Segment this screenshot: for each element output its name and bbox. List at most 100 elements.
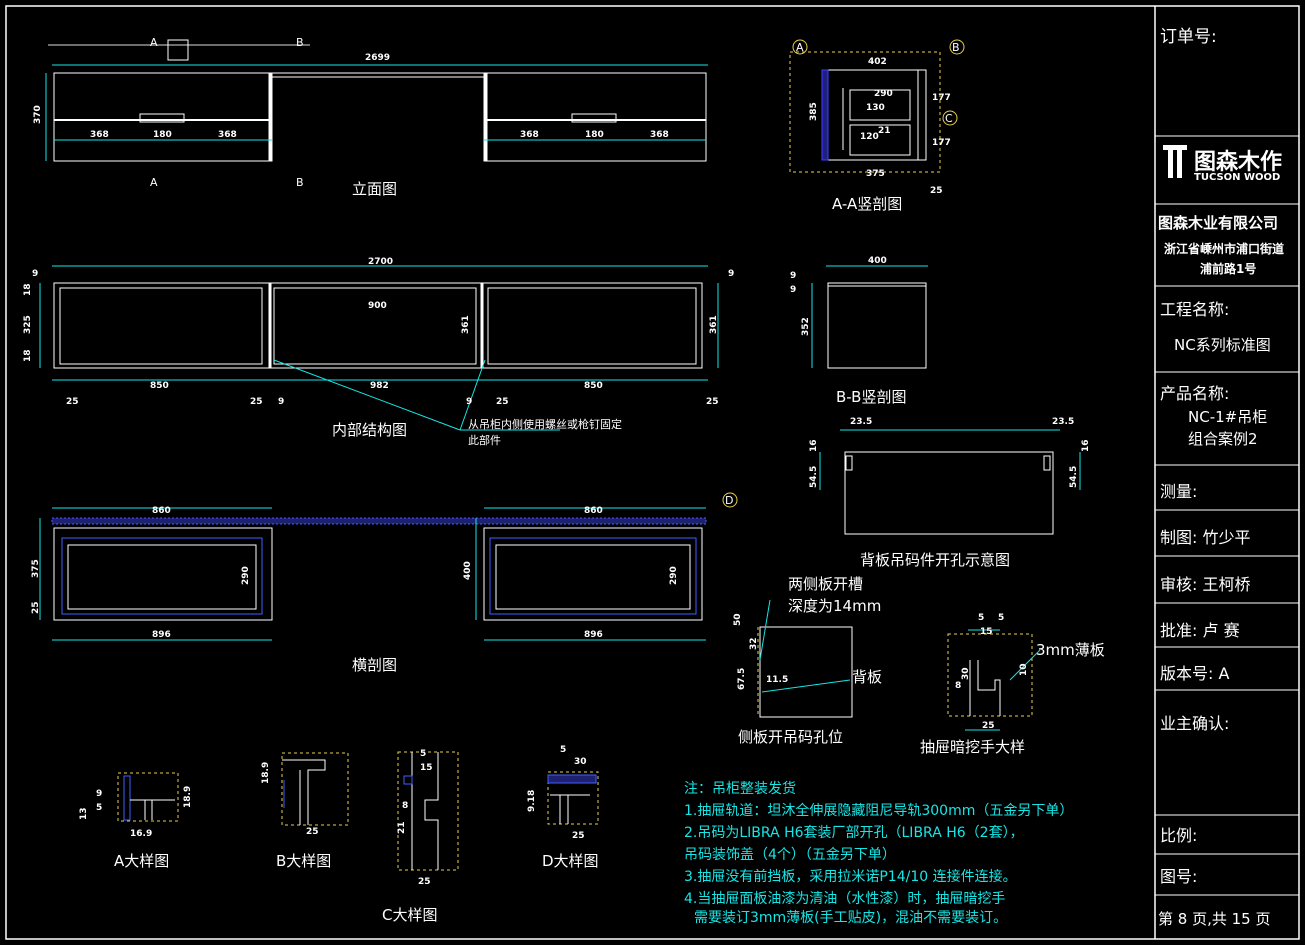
internal-structure-view [39,265,719,431]
dim-cross-290b: 290 [669,566,679,585]
dim-c-8: 8 [402,801,408,811]
dim-bb-9b: 9 [790,285,796,295]
project-name-value: NC系列标准图 [1174,336,1271,354]
label-section-bb: B-B竖剖图 [836,388,906,406]
dim-a-16: 16.9 [130,829,152,839]
dim-d-918: 9.18 [527,790,537,812]
screw-note-1: 从吊柜内侧使用螺丝或枪钉固定 [468,417,622,431]
label-detail-c: C大样图 [382,906,437,924]
company-address-1: 浙江省嵊州市浦口街道 [1164,242,1285,256]
drawing-frame [5,5,1300,940]
dim-b-25: 25 [306,827,319,837]
dim-hd-10: 10 [1019,663,1029,676]
dim-side-32: 32 [749,637,759,650]
section-aa-view [789,39,965,173]
dim-int-25c: 25 [496,397,509,407]
dim-aa-25: 25 [930,186,943,196]
dim-d-25: 25 [572,831,585,841]
company-name: 图森木业有限公司 [1158,214,1279,232]
note-2b: 吊码装饰盖（4个）（五金另下单） [684,847,896,863]
dim-aa-130: 130 [866,103,885,113]
dim-bb-9a: 9 [790,271,796,281]
approved-by: 批准: 卢 赛 [1160,621,1240,640]
dim-elev-368d: 368 [650,130,669,140]
label-cross-section: 横剖图 [352,656,397,674]
dim-hd-8: 8 [955,681,961,691]
thin-board-note: 3mm薄板 [1036,641,1105,659]
groove-note-1: 两侧板开槽 [788,575,863,593]
section-b-mark: B [296,36,304,49]
aa-mark-b: B [952,41,960,54]
drawn-by: 制图: 竹少平 [1160,528,1251,547]
side-hole-view [757,599,853,718]
dim-aa-120: 120 [860,132,879,142]
section-bb-view [811,265,928,369]
label-elevation: 立面图 [352,180,397,198]
dim-int-325: 325 [23,315,33,334]
scale-label: 比例: [1160,826,1198,845]
logo-english: TUCSON WOOD [1194,172,1281,183]
groove-note-2: 深度为14mm [788,597,881,615]
hanger-hole-view [819,429,1081,535]
dim-int-9c: 9 [278,397,284,407]
back-panel-note: 背板 [852,668,882,686]
dim-aa-375: 375 [866,169,885,179]
label-hanger-holes: 背板吊码件开孔示意图 [860,551,1010,569]
dim-elev-180b: 180 [585,130,604,140]
cross-mark-d: D [725,494,733,507]
notes-title: 注：吊柜整装发货 [684,780,796,797]
dim-cross-896a: 896 [152,630,171,640]
logo-mark-icon [1163,145,1187,178]
detail-d-view [547,771,599,825]
dim-hole-23b: 23.5 [1052,417,1074,427]
dim-a-13: 13 [79,807,89,820]
owner-confirm-label: 业主确认: [1160,714,1230,733]
dim-cross-375: 375 [31,559,41,578]
dim-c-15: 15 [420,763,433,773]
dim-elev-180a: 180 [153,130,172,140]
dim-a-9: 9 [96,789,102,799]
version-number: 版本号: A [1160,664,1230,683]
title-block-lines [1155,135,1299,896]
label-detail-a: A大样图 [114,852,169,870]
dim-aa-290: 290 [874,89,893,99]
note-4a: 4.当抽屉面板油漆为清油（水性漆）时，抽屉暗挖手 [684,891,1005,907]
dim-aa-21: 21 [878,126,891,136]
dim-int-25a: 25 [66,397,79,407]
company-address-2: 浦前路1号 [1200,262,1257,276]
dim-cross-25: 25 [31,601,41,614]
dim-aa-height: 385 [809,102,819,121]
drawing-number-label: 图号: [1160,867,1198,886]
dim-c-5: 5 [420,749,426,759]
dim-int-25b: 25 [250,397,263,407]
label-detail-b: B大样图 [276,852,331,870]
dim-aa-width: 402 [868,57,887,67]
dim-elev-368c: 368 [520,130,539,140]
dim-c-25: 25 [418,877,431,887]
label-detail-d: D大样图 [542,852,599,870]
dim-int-361b: 361 [709,315,719,334]
section-a-mark: A [150,36,158,49]
dim-hole-23a: 23.5 [850,417,872,427]
dim-hd-25: 25 [982,721,995,731]
elevation-view: A B A B [45,36,708,189]
note-1: 1.抽屉轨道：坦沐全伸展隐藏阻尼导轨300mm（五金另下单） [684,802,1073,819]
dim-int-total: 2700 [368,257,393,267]
logo-chinese: 图森木作 [1194,150,1283,175]
dim-side-67: 67.5 [737,668,747,690]
section-b-mark-bottom: B [296,176,304,189]
dim-side-11: 11.5 [766,675,788,685]
dim-elev-total: 2699 [365,53,390,63]
product-name-value-1: NC-1#吊柜 [1188,408,1268,426]
section-a-mark-bottom: A [150,176,158,189]
dim-int-361a: 361 [461,315,471,334]
screw-note-2: 此部件 [468,433,501,447]
dim-cross-400: 400 [463,561,473,580]
dim-int-9d: 9 [466,397,472,407]
dim-aa-177a: 177 [932,93,951,103]
detail-a-view [117,772,179,822]
dim-int-850a: 850 [150,381,169,391]
dim-cross-290a: 290 [241,566,251,585]
dim-int-900: 900 [368,301,387,311]
